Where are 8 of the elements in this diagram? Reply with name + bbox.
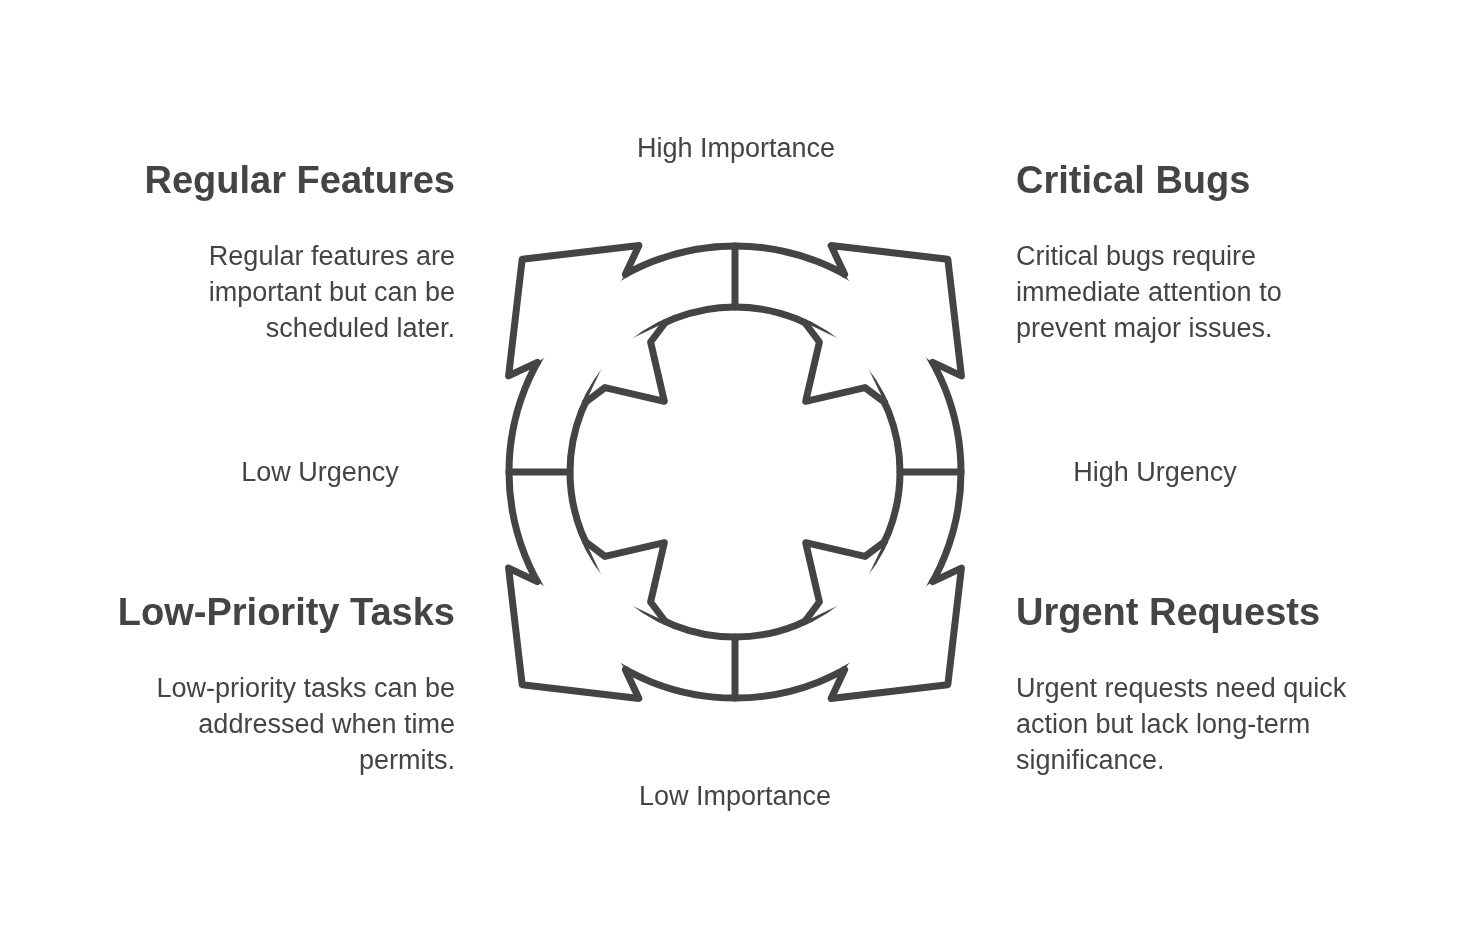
axis-label: High Urgency xyxy=(1073,456,1237,489)
quadrant-description: Urgent requests need quick action but lack long-term significance. xyxy=(1016,672,1348,777)
quadrant-description: Critical bugs require immediate attention to prevent major issues. xyxy=(1016,240,1283,345)
axis-label: Low Importance xyxy=(638,780,832,813)
axis-label: Low Urgency xyxy=(241,456,399,489)
quadrant-description: Low-priority tasks can be addressed when time permits. xyxy=(155,672,455,777)
axis-label: High Importance xyxy=(636,132,836,165)
quadrant-description: Regular features are important but can be scheduled later. xyxy=(207,240,455,345)
